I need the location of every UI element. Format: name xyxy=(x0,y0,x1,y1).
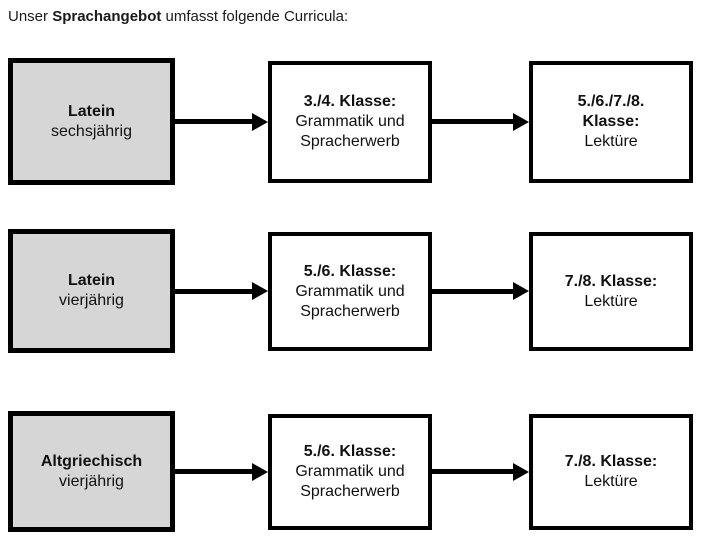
stage2-box-lektuere: 7./8. Klasse: Lektüre xyxy=(529,232,693,351)
title-prefix: Unser xyxy=(8,8,53,25)
flow-row-altgriechisch-vierjaehrig: Altgriechisch vierjährig 5./6. Klasse: G… xyxy=(0,411,706,532)
source-box-latein-sechsjaehrig: Latein sechsjährig xyxy=(8,58,175,185)
arrow-shaft xyxy=(430,288,515,294)
stage1-subject-line2: Spracherwerb xyxy=(300,302,400,320)
stage1-subject-line1: Grammatik und xyxy=(295,463,405,480)
source-duration-label: sechsjährig xyxy=(51,122,132,140)
arrow-head-icon xyxy=(252,112,268,131)
flow-row-latein-sechsjaehrig: Latein sechsjährig 3./4. Klasse: Grammat… xyxy=(0,58,706,185)
source-language-label: Latein xyxy=(67,272,116,289)
page-title: Unser Sprachangebot umfasst folgende Cur… xyxy=(8,7,348,26)
stage1-subject-line2: Spracherwerb xyxy=(300,133,400,150)
stage2-box-lektuere: 7./8. Klasse: Lektüre xyxy=(529,414,693,530)
arrow-head-icon xyxy=(513,282,529,300)
source-duration-label: vierjährig xyxy=(59,292,124,309)
stage1-grade-label: 5./6. Klasse: xyxy=(303,443,397,460)
source-box-altgriechisch-vierjaehrig: Altgriechisch vierjährig xyxy=(8,411,175,532)
arrow-head-icon xyxy=(513,112,529,131)
stage2-grade-label: 7./8. Klasse: xyxy=(564,453,658,470)
arrow-right-icon xyxy=(430,112,529,131)
stage1-grade-label: 3./4. Klasse: xyxy=(303,93,397,110)
source-duration-label: vierjährig xyxy=(59,472,124,490)
stage1-subject-line2: Spracherwerb xyxy=(300,483,400,500)
stage1-box-grammatik: 5./6. Klasse: Grammatik und Spracherwerb xyxy=(268,232,432,351)
stage2-box-lektuere: 5./6./7./8. Klasse: Lektüre xyxy=(529,61,693,183)
stage2-subject-label: Lektüre xyxy=(584,473,638,490)
stage2-grade-line1: 5./6./7./8. xyxy=(577,93,645,110)
arrow-right-icon xyxy=(173,112,268,131)
title-emphasis: Sprachangebot xyxy=(52,8,162,25)
stage2-grade-line2: Klasse: xyxy=(582,113,640,130)
stage1-box-grammatik: 5./6. Klasse: Grammatik und Spracherwerb xyxy=(268,414,432,530)
stage2-subject-label: Lektüre xyxy=(584,133,638,150)
stage1-subject-line1: Grammatik und xyxy=(295,113,405,130)
title-suffix: umfasst folgende Curricula: xyxy=(161,8,349,25)
source-language-label: Latein xyxy=(67,102,116,120)
source-box-latein-vierjaehrig: Latein vierjährig xyxy=(8,229,175,353)
arrow-right-icon xyxy=(173,282,268,300)
arrow-shaft xyxy=(173,119,254,124)
arrow-head-icon xyxy=(513,462,529,481)
stage1-box-grammatik: 3./4. Klasse: Grammatik und Spracherwerb xyxy=(268,61,432,183)
arrow-shaft xyxy=(430,469,515,474)
stage2-subject-label: Lektüre xyxy=(584,292,638,310)
arrow-right-icon xyxy=(430,282,529,300)
arrow-shaft xyxy=(430,119,515,124)
arrow-right-icon xyxy=(430,462,529,481)
arrow-head-icon xyxy=(252,462,268,481)
stage2-grade-label: 7./8. Klasse: xyxy=(564,272,658,290)
arrow-shaft xyxy=(173,288,254,294)
flow-row-latein-vierjaehrig: Latein vierjährig 5./6. Klasse: Grammati… xyxy=(0,229,706,353)
arrow-right-icon xyxy=(173,462,268,481)
stage1-grade-label: 5./6. Klasse: xyxy=(303,262,397,280)
stage1-subject-line1: Grammatik und xyxy=(295,282,405,300)
arrow-shaft xyxy=(173,469,254,474)
source-language-label: Altgriechisch xyxy=(40,452,143,470)
arrow-head-icon xyxy=(252,282,268,300)
